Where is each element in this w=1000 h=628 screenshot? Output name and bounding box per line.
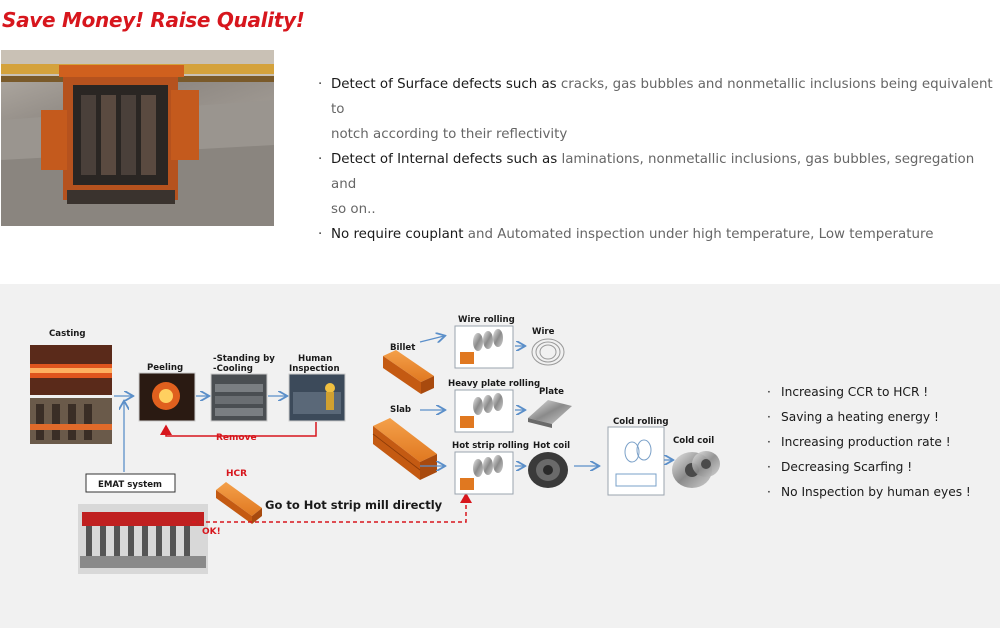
plate-graphic [528, 400, 572, 428]
emat-system-photo [78, 504, 208, 574]
feature-text-continued: so on.. [331, 202, 376, 217]
go-direct-label: Go to Hot strip mill directly [265, 498, 443, 512]
feature-text-continued: notch according to their reflectivity [331, 127, 568, 142]
remove-label: Remove [216, 433, 257, 443]
feature-text: cracks, gas bubbles and nonmetallic incl… [331, 77, 993, 117]
feature-item: · Detect of Internal defects such as lam… [318, 147, 998, 222]
billet-graphic [383, 350, 434, 394]
flow-arrow [419, 336, 444, 342]
hot-strip-rolling-graphic [454, 451, 514, 495]
feature-emphasis: Detect of Surface defects such as [331, 77, 557, 92]
wire-rolling-label: Wire rolling [458, 315, 515, 325]
feature-item: · Detect of Surface defects such as crac… [318, 72, 998, 147]
cold-rolling-label: Cold rolling [613, 417, 669, 427]
casting-photo [30, 345, 112, 444]
remove-loop-arrow [160, 422, 317, 437]
hcr-label: HCR [226, 469, 247, 479]
feature-emphasis: No require couplant [331, 227, 464, 242]
benefit-text: Saving a heating energy ! [781, 410, 939, 424]
hot-coil-label: Hot coil [533, 441, 570, 451]
standing-by-label: -Standing by [213, 354, 275, 364]
bullet-dot: · [318, 77, 323, 92]
hot-strip-rolling-label: Hot strip rolling [452, 441, 529, 451]
bullet-dot: · [318, 227, 323, 242]
benefit-item: · Increasing production rate ! [767, 430, 997, 455]
cold-coil-graphic [672, 451, 720, 488]
benefit-text: Increasing CCR to HCR ! [781, 385, 929, 399]
peeling-photo [138, 372, 196, 422]
human-inspection-photo [288, 373, 346, 422]
emat-system-label: EMAT system [98, 480, 162, 490]
hcr-slab-graphic [216, 482, 262, 524]
heavy-plate-rolling-graphic [454, 389, 514, 433]
wire-rolling-graphic [454, 325, 514, 369]
plate-label: Plate [539, 387, 564, 397]
emat-system-box [85, 473, 176, 493]
benefit-item: · Saving a heating energy ! [767, 405, 997, 430]
direct-route-arrow [192, 492, 472, 523]
wire-coil-graphic [531, 338, 565, 366]
page-headline: Save Money! Raise Quality! [2, 8, 305, 32]
process-panel: Casting Peeling -Standing by -Cooling [0, 284, 1000, 628]
benefit-item: · No Inspection by human eyes ! [767, 480, 997, 505]
inspection-label: Inspection [289, 364, 340, 374]
benefit-text: Decreasing Scarfing ! [781, 460, 913, 474]
process-flow-diagram: Casting Peeling -Standing by -Cooling [30, 315, 720, 574]
billet-label: Billet [390, 343, 415, 353]
benefit-text: Increasing production rate ! [781, 435, 951, 449]
feature-list: · Detect of Surface defects such as crac… [318, 72, 998, 247]
slab-graphic [372, 418, 437, 480]
benefit-item: · Decreasing Scarfing ! [767, 455, 997, 480]
bullet-dot: · [767, 435, 771, 449]
bullet-dot: · [767, 485, 771, 499]
slab-label: Slab [390, 405, 411, 415]
feature-item: · No require couplant and Automated insp… [318, 222, 998, 247]
bullet-dot: · [318, 152, 323, 167]
benefit-list: · Increasing CCR to HCR ! · Saving a heati… [767, 380, 997, 505]
heavy-plate-rolling-label: Heavy plate rolling [448, 379, 540, 389]
bullet-dot: · [767, 460, 771, 474]
cooling-label: -Cooling [213, 364, 253, 374]
cold-coil-label: Cold coil [673, 436, 714, 446]
human-label: Human [298, 354, 332, 364]
feature-text: and Automated inspection under high temp… [463, 227, 934, 242]
casting-label: Casting [49, 329, 86, 339]
benefit-item: · Increasing CCR to HCR ! [767, 380, 997, 405]
bullet-dot: · [767, 410, 771, 424]
hot-coil-graphic [528, 452, 568, 488]
cold-rolling-graphic [607, 426, 665, 496]
emat-machine-photo [1, 50, 274, 226]
wire-label: Wire [532, 327, 555, 337]
bullet-dot: · [767, 385, 771, 399]
cooling-photo [210, 373, 268, 422]
ok-label: OK! [202, 527, 221, 537]
feature-emphasis: Detect of Internal defects such as [331, 152, 558, 167]
feature-text: laminations, nonmetallic inclusions, gas… [331, 152, 975, 192]
benefit-text: No Inspection by human eyes ! [781, 485, 971, 499]
peeling-label: Peeling [147, 363, 183, 373]
